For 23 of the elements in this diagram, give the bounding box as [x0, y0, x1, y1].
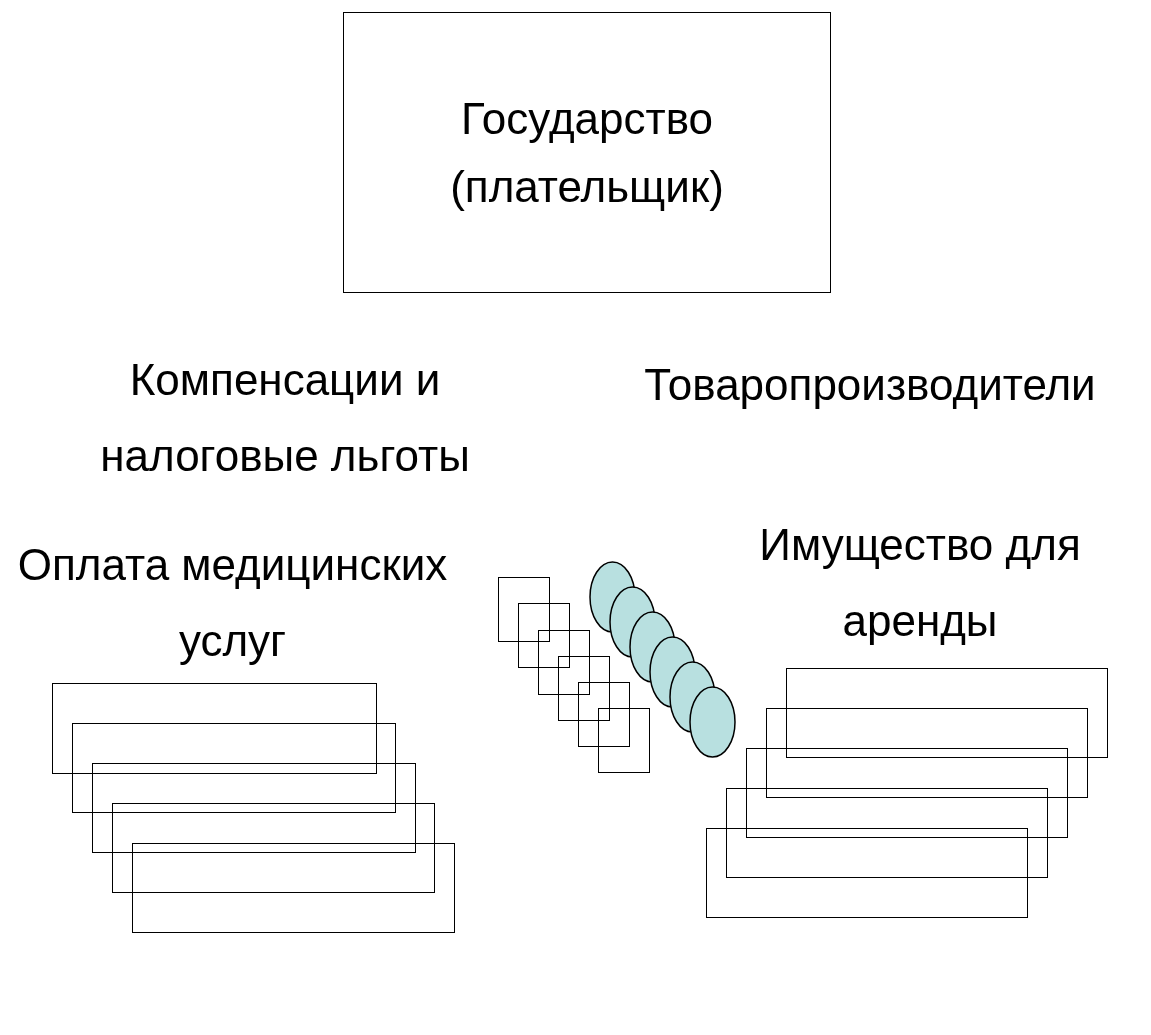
- heading-text: Имущество для аренды: [758, 519, 1082, 647]
- empty-rectangle: [726, 788, 1048, 878]
- empty-rectangle: [132, 843, 455, 933]
- heading-text: Компенсации и налоговые льготы: [99, 354, 471, 482]
- empty-rectangle: [498, 577, 550, 642]
- empty-rectangle: [786, 668, 1108, 758]
- empty-rectangle: [72, 723, 396, 813]
- text-box: [343, 12, 831, 293]
- heading-text: Оплата медицинских услуг: [16, 539, 449, 667]
- empty-rectangle: [92, 763, 416, 853]
- empty-rectangle: [578, 682, 630, 747]
- empty-rectangle: [598, 708, 650, 773]
- empty-rectangle: [558, 656, 610, 721]
- heading-text: Товаропроизводители: [643, 359, 1097, 411]
- empty-rectangle: [518, 603, 570, 668]
- circle-shape: [689, 686, 736, 758]
- empty-rectangle: [52, 683, 377, 774]
- box-label: Государство (плательщик): [449, 92, 725, 213]
- empty-rectangle: [766, 708, 1088, 798]
- empty-rectangle: [112, 803, 435, 893]
- empty-rectangle: [746, 748, 1068, 838]
- empty-rectangle: [706, 828, 1028, 918]
- empty-rectangle: [538, 630, 590, 695]
